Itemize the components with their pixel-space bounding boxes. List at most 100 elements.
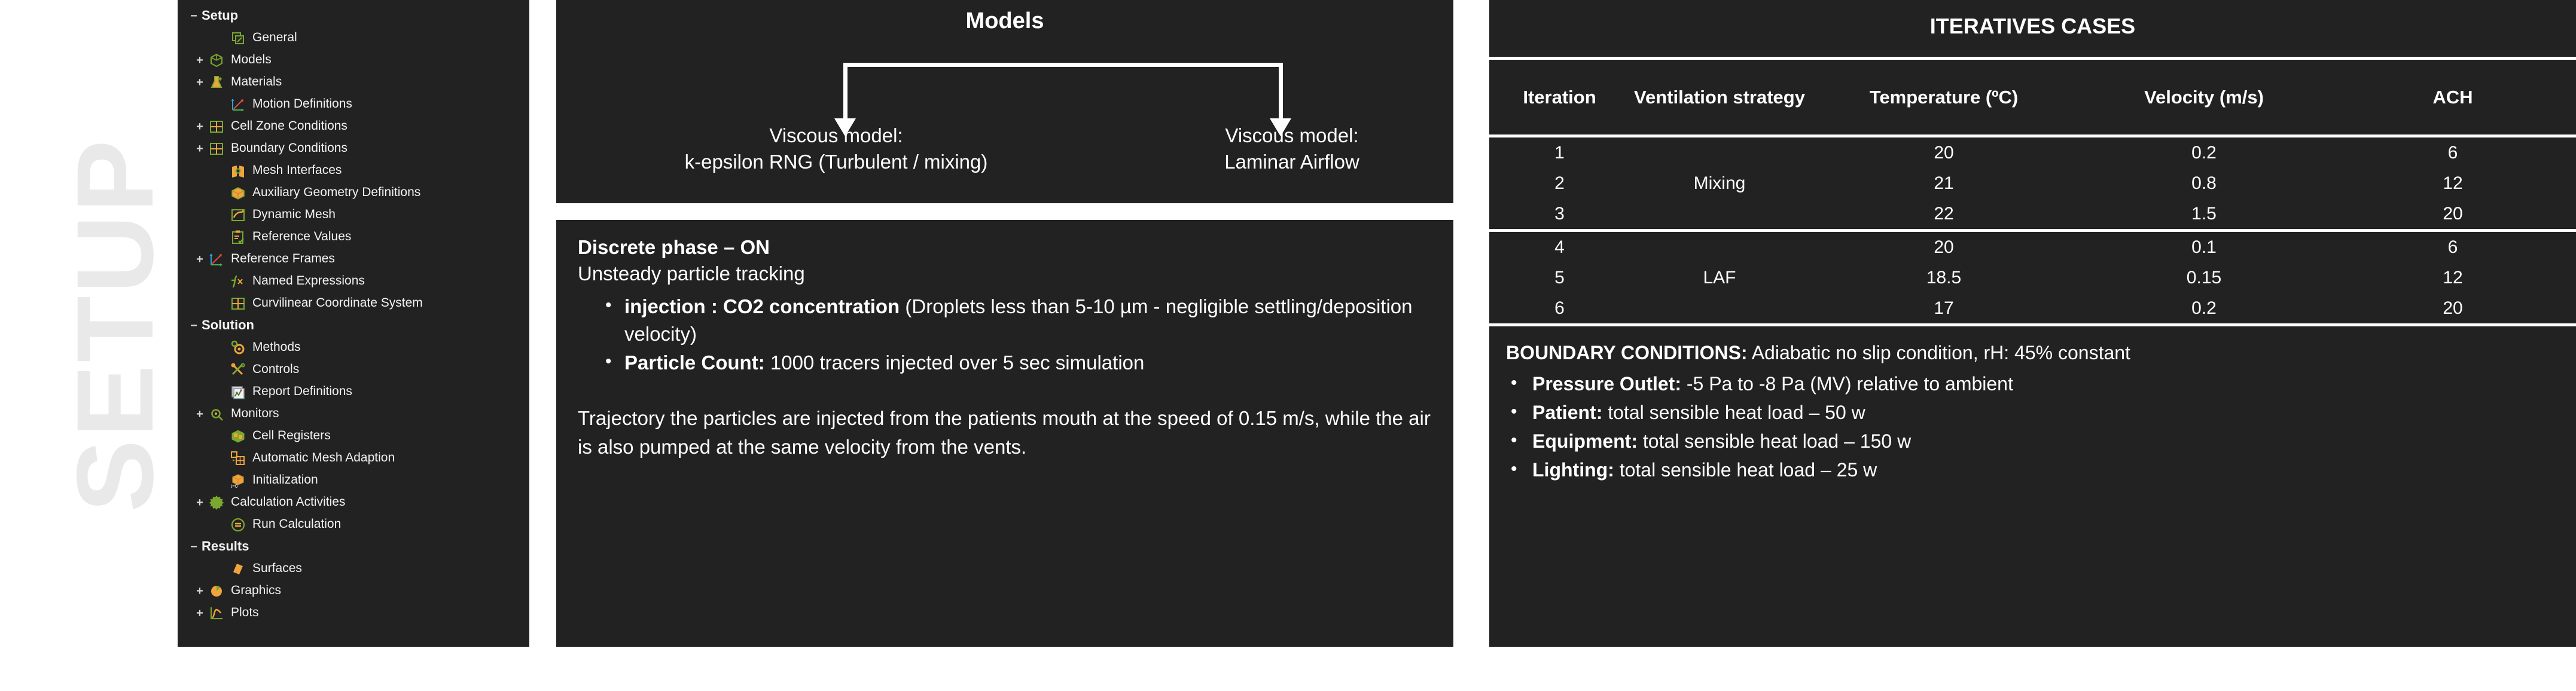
discrete-phase-bullet: injection : CO2 concentration (Droplets … [578, 292, 1432, 348]
tree-item-surfaces[interactable]: Surfaces [178, 558, 529, 580]
tree-item-label: Surfaces [252, 561, 302, 575]
iterative-cases-panel: ITERATIVES CASES Iteration Ventilation s… [1489, 0, 2576, 647]
tree-item-label: Named Expressions [252, 273, 365, 288]
cell-ach: 12 [2443, 267, 2463, 288]
expand-icon[interactable]: + [196, 407, 203, 421]
boundary-conditions-value: Adiabatic no slip condition, rH: 45% con… [1747, 342, 2130, 363]
tree-item-boundary-conditions[interactable]: +Boundary Conditions [178, 137, 529, 160]
cell-temperature: 21 [1934, 173, 1954, 193]
tree-item-label: Plots [231, 605, 259, 619]
cell-velocity: 0.2 [2191, 142, 2217, 163]
expand-icon[interactable]: + [196, 53, 203, 67]
cell-registers-icon [229, 428, 247, 445]
collapse-icon[interactable]: − [190, 9, 197, 23]
cell-iteration: 1 [1554, 142, 1565, 163]
tree-item-cell-registers[interactable]: Cell Registers [178, 425, 529, 447]
tree-item-methods[interactable]: Methods [178, 337, 529, 359]
tree-item-graphics[interactable]: +Graphics [178, 580, 529, 602]
tree-item-automatic-mesh-adaption[interactable]: Automatic Mesh Adaption [178, 447, 529, 469]
table-header: Iteration Ventilation strategy Temperatu… [1489, 60, 2576, 134]
tree-item-monitors[interactable]: +Monitors [178, 403, 529, 425]
bullet-label: Particle Count: [624, 351, 765, 374]
tree-item-label: Methods [252, 340, 301, 354]
tree-item-mesh-interfaces[interactable]: Mesh Interfaces [178, 160, 529, 182]
axes-icon [229, 96, 247, 113]
tree-item-auxiliary-geometry-definitions[interactable]: Auxiliary Geometry Definitions [178, 182, 529, 204]
table-rule-top [1489, 57, 2576, 60]
column-header-ach: ACH [2432, 86, 2473, 108]
expand-icon[interactable]: + [196, 75, 203, 89]
mesh-adaption-icon [229, 450, 247, 467]
table-header-row: Iteration Ventilation strategy Temperatu… [1489, 60, 2576, 134]
boundary-condition-item: Pressure Outlet: -5 Pa to -8 Pa (MV) rel… [1506, 369, 2559, 398]
tree-item-materials[interactable]: + Materials [178, 71, 529, 93]
tree-item-reference-frames[interactable]: +Reference Frames [178, 248, 529, 270]
fx-icon [229, 273, 247, 290]
boundary-condition-value: total sensible heat load – 50 w [1602, 402, 1865, 423]
expand-icon[interactable]: + [196, 252, 203, 266]
tree-item-report-definitions[interactable]: Report Definitions [178, 381, 529, 403]
tree-item-label: Auxiliary Geometry Definitions [252, 185, 421, 199]
tree-item-models[interactable]: + Models [178, 49, 529, 71]
models-cube-icon [208, 52, 225, 69]
tree-item-calculation-activities[interactable]: +Calculation Activities [178, 491, 529, 513]
boundary-condition-item: Patient: total sensible heat load – 50 w [1506, 398, 2559, 427]
collapse-icon[interactable]: − [190, 540, 197, 554]
cell-velocity: 0.2 [2191, 298, 2217, 318]
expand-icon[interactable]: + [196, 606, 203, 620]
expand-icon[interactable]: + [196, 496, 203, 509]
cell-velocity: 0.1 [2191, 237, 2217, 257]
tree-item-cell-zone-conditions[interactable]: +Cell Zone Conditions [178, 115, 529, 137]
expand-icon[interactable]: + [196, 142, 203, 155]
tree-item-label: Motion Definitions [252, 96, 352, 111]
tree-item-solution[interactable]: −Solution [178, 314, 529, 337]
tree-item-dynamic-mesh[interactable]: Dynamic Mesh [178, 204, 529, 226]
burst-icon [208, 494, 225, 511]
tree-item-setup[interactable]: −Setup [178, 5, 529, 27]
grid-icon [229, 295, 247, 312]
discrete-phase-paragraph: Trajectory the particles are injected fr… [578, 407, 1431, 458]
boundary-condition-label: Pressure Outlet: [1532, 373, 1681, 395]
table-rule-group [1489, 229, 2576, 232]
tree-item-label: Reference Values [252, 229, 352, 243]
plot-icon [208, 605, 225, 622]
boundary-conditions-heading: BOUNDARY CONDITIONS: Adiabatic no slip c… [1506, 340, 2559, 366]
tree-item-curvilinear-coordinate-system[interactable]: Curvilinear Coordinate System [178, 292, 529, 314]
tree-item-controls[interactable]: Controls [178, 359, 529, 381]
boundary-condition-label: Lighting: [1532, 459, 1614, 481]
tree-item-reference-values[interactable]: Reference Values [178, 226, 529, 248]
tree-item-label: Materials [231, 74, 282, 88]
cell-temperature: 20 [1934, 237, 1954, 257]
cell-ach: 6 [2447, 142, 2458, 163]
tree-item-label: Automatic Mesh Adaption [252, 450, 395, 464]
tree-item-motion-definitions[interactable]: Motion Definitions [178, 93, 529, 115]
gear-icon [229, 340, 247, 356]
tree-item-label: Report Definitions [252, 384, 352, 398]
discrete-phase-heading: Discrete phase – ON [578, 236, 770, 258]
boundary-condition-value: -5 Pa to -8 Pa (MV) relative to ambient [1681, 373, 2013, 395]
tree-item-label: Solution [202, 317, 254, 332]
tree-item-label: Initialization [252, 472, 318, 487]
tree-item-run-calculation[interactable]: Run Calculation [178, 513, 529, 536]
model-option-right-line2: Laminar Airflow [1224, 151, 1359, 173]
boundary-conditions-block: BOUNDARY CONDITIONS: Adiabatic no slip c… [1489, 326, 2576, 484]
expand-icon[interactable]: + [196, 120, 203, 133]
bullet-label: injection : CO2 concentration [624, 295, 900, 317]
cell-iteration: 5 [1554, 267, 1565, 288]
setup-watermark: SETUP [54, 137, 176, 512]
tree-item-label: Models [231, 52, 272, 66]
model-option-left-line2: k-epsilon RNG (Turbulent / mixing) [684, 151, 988, 173]
tree-item-results[interactable]: −Results [178, 536, 529, 558]
grid-icon [208, 118, 225, 135]
tree-item-plots[interactable]: + Plots [178, 602, 529, 624]
collapse-icon[interactable]: − [190, 319, 197, 332]
tree-item-named-expressions[interactable]: Named Expressions [178, 270, 529, 292]
tree-item-general[interactable]: General [178, 27, 529, 49]
run-icon [229, 516, 247, 533]
expand-icon[interactable]: + [196, 584, 203, 598]
